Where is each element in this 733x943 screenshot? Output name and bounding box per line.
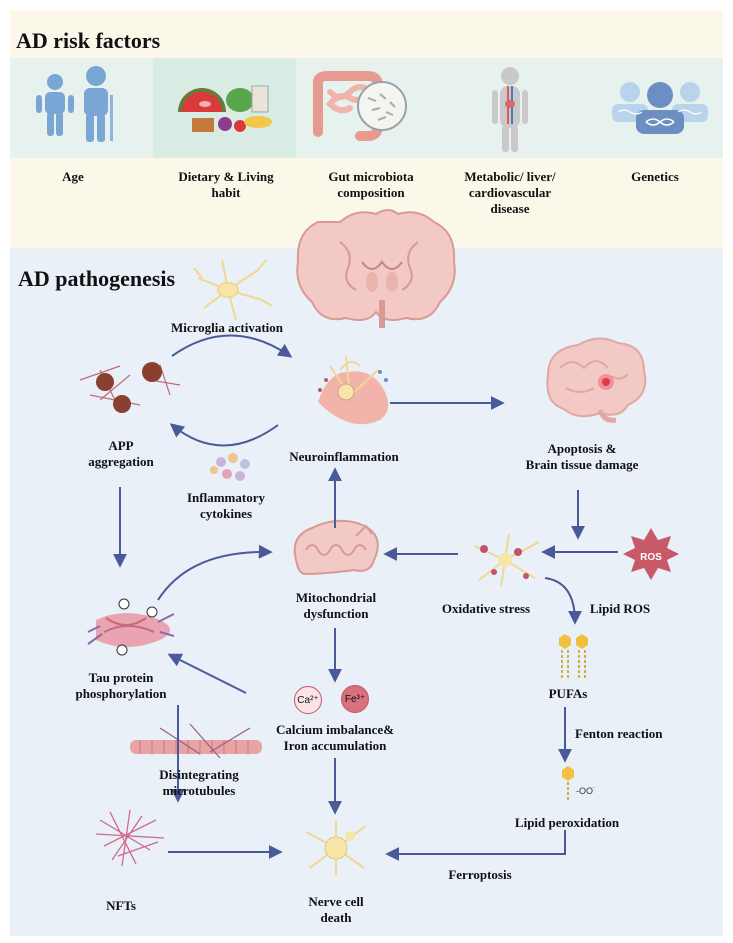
node-tau: Tau protein phosphorylation <box>75 670 167 701</box>
intestine-icon <box>313 71 407 141</box>
risk-factor-gut: Gut microbiota composition <box>328 169 414 200</box>
node-calcium-iron: Calcium imbalance& Iron accumulation <box>275 722 395 753</box>
tangle-icon <box>95 809 165 867</box>
neuron-inflammation-icon <box>318 355 389 425</box>
node-nfts: NFTs <box>106 898 136 913</box>
elderly-people-icon <box>36 66 113 142</box>
node-microtubules: Disintegrating microtubules <box>159 767 239 798</box>
flow-arrows <box>113 334 618 861</box>
ros-burst-icon: ROS <box>623 528 679 580</box>
arrow-microglia-to-neuroinflammation <box>171 334 293 358</box>
pathogenesis-title: AD pathogenesis <box>18 266 176 291</box>
risk-factor-metabolic: Metabolic/ liver/ cardiovascular disease <box>464 169 556 216</box>
arrow-neuroinflammation-to-app <box>169 423 279 447</box>
body-organs-icon <box>492 67 528 152</box>
risk-factors-title: AD risk factors <box>16 28 161 53</box>
microtubule-icon <box>130 723 262 759</box>
node-apoptosis: Apoptosis & Brain tissue damage <box>525 441 639 472</box>
arrow-tau-to-mitochondrial <box>157 544 273 601</box>
iron-ion-icon: Fe³⁺ <box>341 685 369 713</box>
node-app: APP aggregation <box>88 438 154 469</box>
calcium-ion-icon: Ca²⁺ <box>294 686 322 714</box>
node-mitochondrial: Mitochondrial dysfunction <box>295 590 377 621</box>
node-lipid-ros: Lipid ROS <box>589 601 651 616</box>
ros-label: ROS <box>640 552 662 563</box>
risk-factor-diet: Dietary & Living habit <box>178 169 274 200</box>
node-neuroinflammation: Neuroinflammation <box>289 449 399 464</box>
arrow-calcium-to-tau <box>167 653 247 694</box>
mitochondria-icon <box>293 519 379 576</box>
cytokine-icon <box>210 453 250 481</box>
node-fenton: Fenton reaction <box>575 726 663 741</box>
microglia-icon <box>193 259 273 321</box>
tau-fibril-icon <box>87 598 175 656</box>
node-nerve-death: Nerve cell death <box>308 894 364 925</box>
peroxidized-lipid-icon: -OO˙ <box>562 766 596 802</box>
brain-section-icon <box>296 209 456 328</box>
peroxyl-label: -OO˙ <box>576 786 596 796</box>
risk-factor-age: Age <box>62 169 84 184</box>
dead-neuron-icon <box>305 820 367 876</box>
node-pufas: PUFAs <box>548 686 588 701</box>
node-microglia: Microglia activation <box>170 320 284 335</box>
amyloid-plaque-icon <box>79 362 181 413</box>
arrow-perox-to-death <box>385 830 566 861</box>
arrow-oxidative-to-lipidros <box>544 577 582 625</box>
oxidative-neuron-icon <box>474 533 540 587</box>
node-oxidative: Oxidative stress <box>441 601 531 616</box>
node-ferroptosis: Ferroptosis <box>448 867 512 882</box>
lipid-bilayer-icon <box>559 634 588 678</box>
node-lipid-peroxidation: Lipid peroxidation <box>514 815 620 830</box>
node-cytokines: Inflammatory cytokines <box>187 490 265 521</box>
dna-people-icon <box>612 82 708 134</box>
risk-factor-genetics: Genetics <box>631 169 679 184</box>
brain-icon <box>546 337 647 423</box>
food-icon <box>178 85 272 132</box>
